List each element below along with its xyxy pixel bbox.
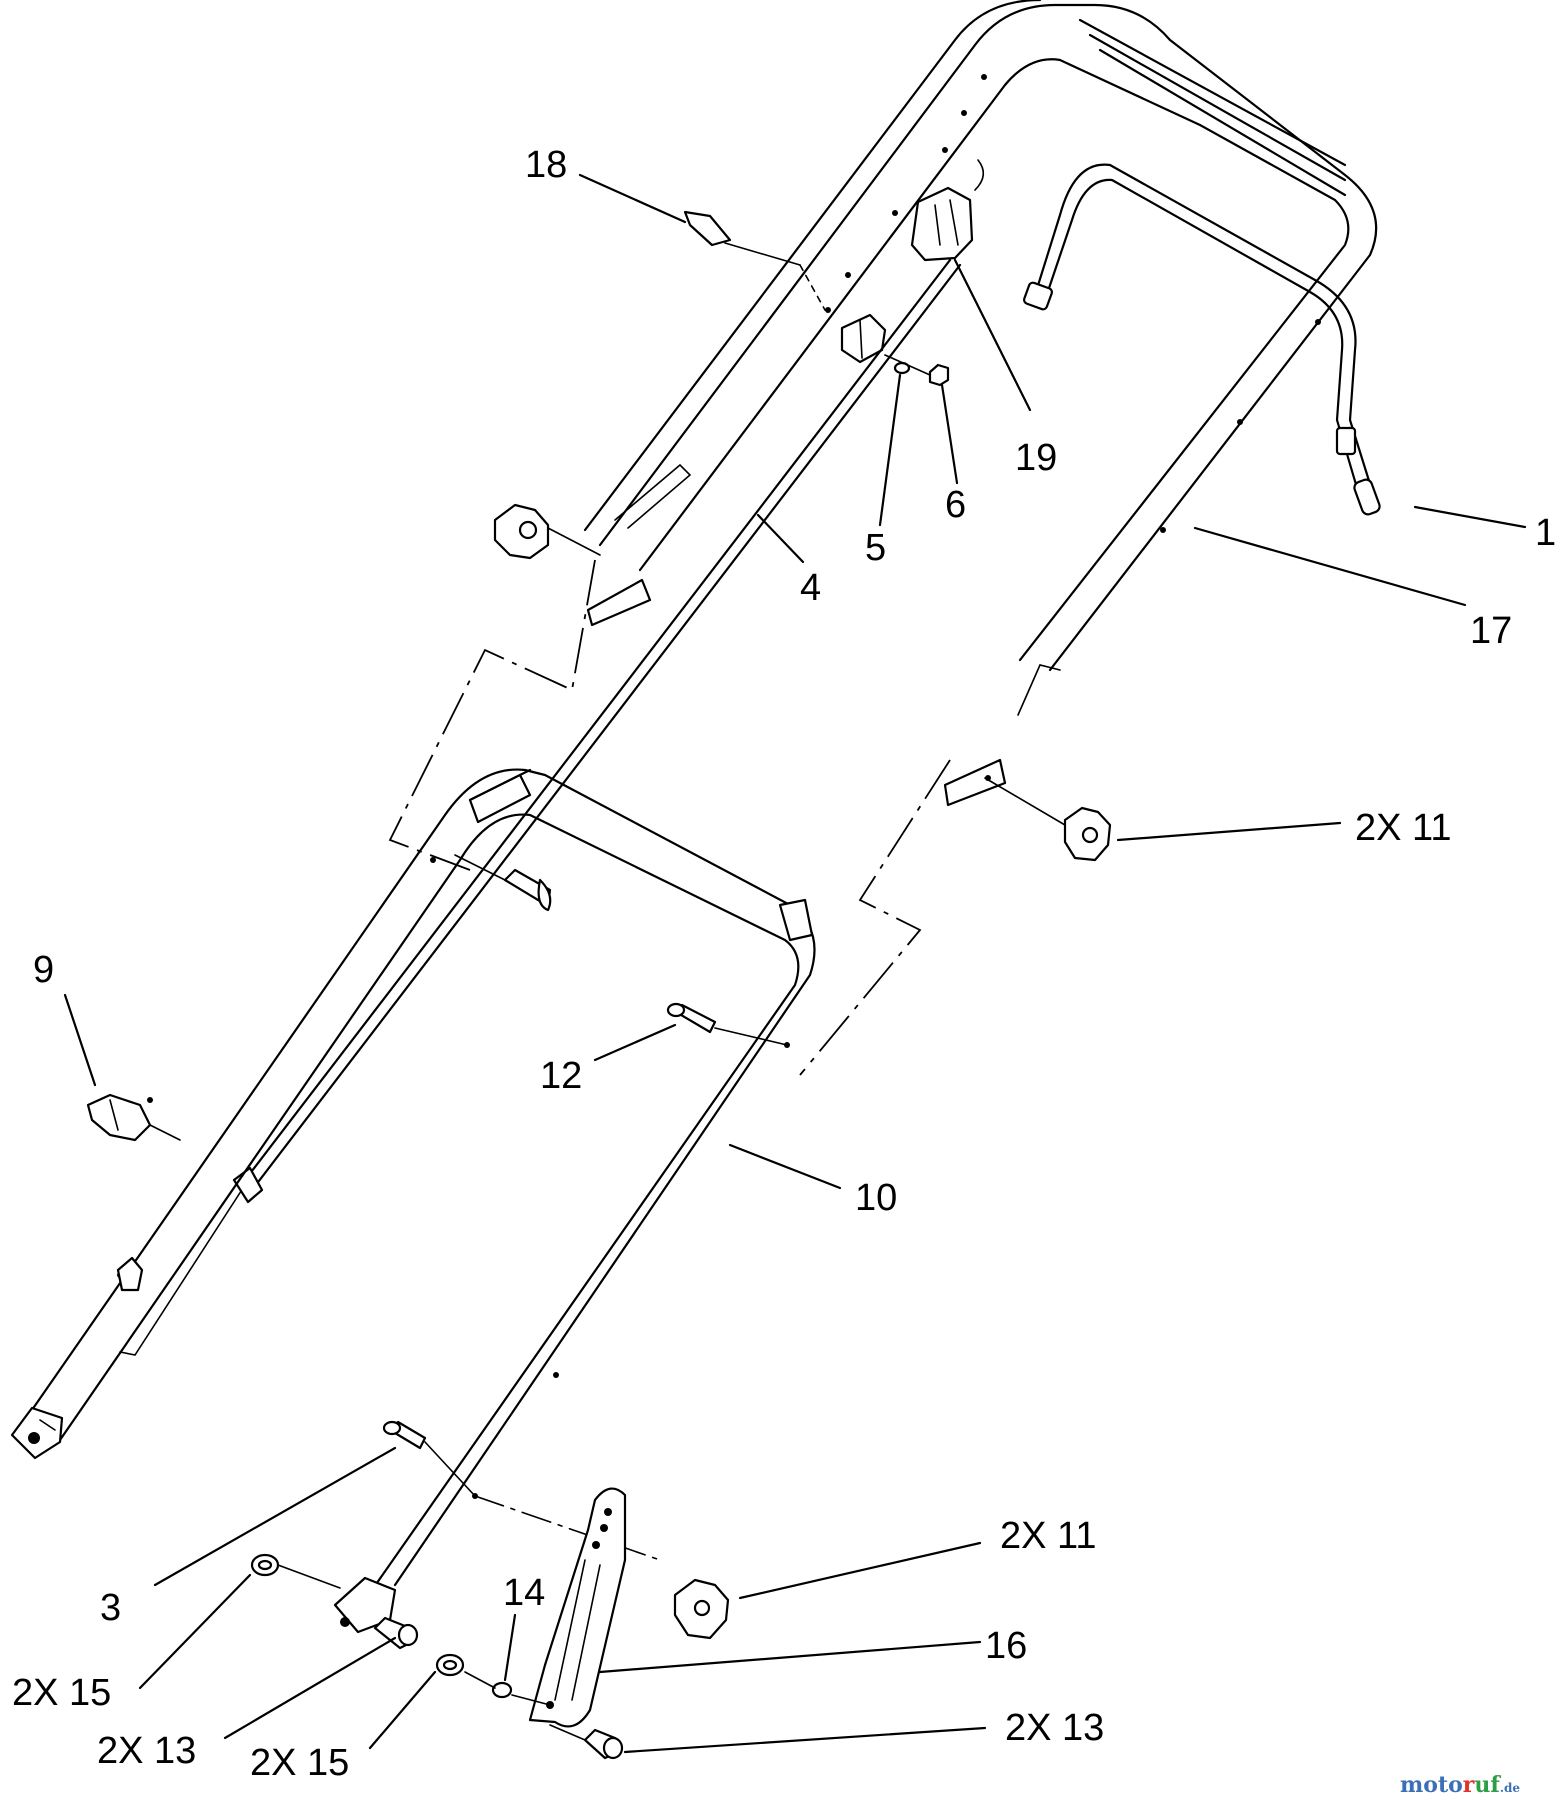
callouts: 18 19 1 4 5 6 17 2X 11 9 12 10 3 2X 11 1… <box>12 144 1556 1784</box>
callout-19: 19 <box>1015 437 1057 479</box>
washer-14 <box>464 1671 551 1706</box>
lower-cable-clip <box>116 1256 144 1292</box>
spacer-15-left <box>250 1553 341 1589</box>
callout-2x-15-right: 2X 15 <box>250 1742 349 1784</box>
callout-17: 17 <box>1470 610 1512 652</box>
hairpin-18 <box>683 210 826 311</box>
upper-knob-right <box>984 777 1112 862</box>
bail-bar <box>1022 163 1381 516</box>
lower-handle <box>10 768 816 1634</box>
callout-2x-11-top: 2X 11 <box>1355 807 1451 849</box>
cable-connector-9 <box>86 1093 181 1142</box>
callout-3: 3 <box>100 1587 121 1629</box>
callout-12: 12 <box>540 1055 582 1097</box>
callout-4: 4 <box>800 567 821 609</box>
spacer-15-right <box>435 1653 465 1677</box>
upper-handle <box>583 0 1378 807</box>
watermark-part-1: moto <box>1400 1772 1463 1798</box>
callout-1: 1 <box>1535 512 1556 554</box>
watermark-part-2: r <box>1463 1772 1475 1798</box>
callout-9: 9 <box>33 949 54 991</box>
watermark-part-4: .de <box>1500 1781 1521 1795</box>
control-cable <box>119 258 962 1356</box>
callout-2x-15-left: 2X 15 <box>12 1672 111 1714</box>
callout-2x-13-left: 2X 13 <box>97 1730 196 1772</box>
callout-14: 14 <box>503 1572 545 1614</box>
callout-5: 5 <box>865 527 886 569</box>
nut-6 <box>884 354 950 387</box>
callout-16: 16 <box>985 1625 1027 1667</box>
bolt-13-left <box>373 1616 419 1650</box>
phantom-lines <box>388 559 951 1076</box>
callout-2x-11-bottom: 2X 11 <box>1000 1515 1096 1557</box>
upper-knob-left <box>493 503 601 560</box>
svg-text:motoruf.de: motoruf.de <box>1400 1772 1520 1798</box>
callout-2x-13-right: 2X 13 <box>1005 1707 1104 1749</box>
callout-18: 18 <box>525 144 567 186</box>
leader-lines <box>63 173 1527 1754</box>
watermark-logo: motoruf.de <box>1400 1772 1520 1798</box>
watermark-part-3: uf <box>1474 1772 1501 1798</box>
bolt-3 <box>382 1420 661 1561</box>
cable-bracket <box>910 159 985 262</box>
bolt-12 <box>666 1002 788 1046</box>
callout-10: 10 <box>855 1177 897 1219</box>
lower-knob <box>673 1578 730 1640</box>
callout-6: 6 <box>945 484 966 526</box>
carriage-bolt-upper <box>454 854 552 912</box>
bolt-13-right <box>549 1724 624 1760</box>
